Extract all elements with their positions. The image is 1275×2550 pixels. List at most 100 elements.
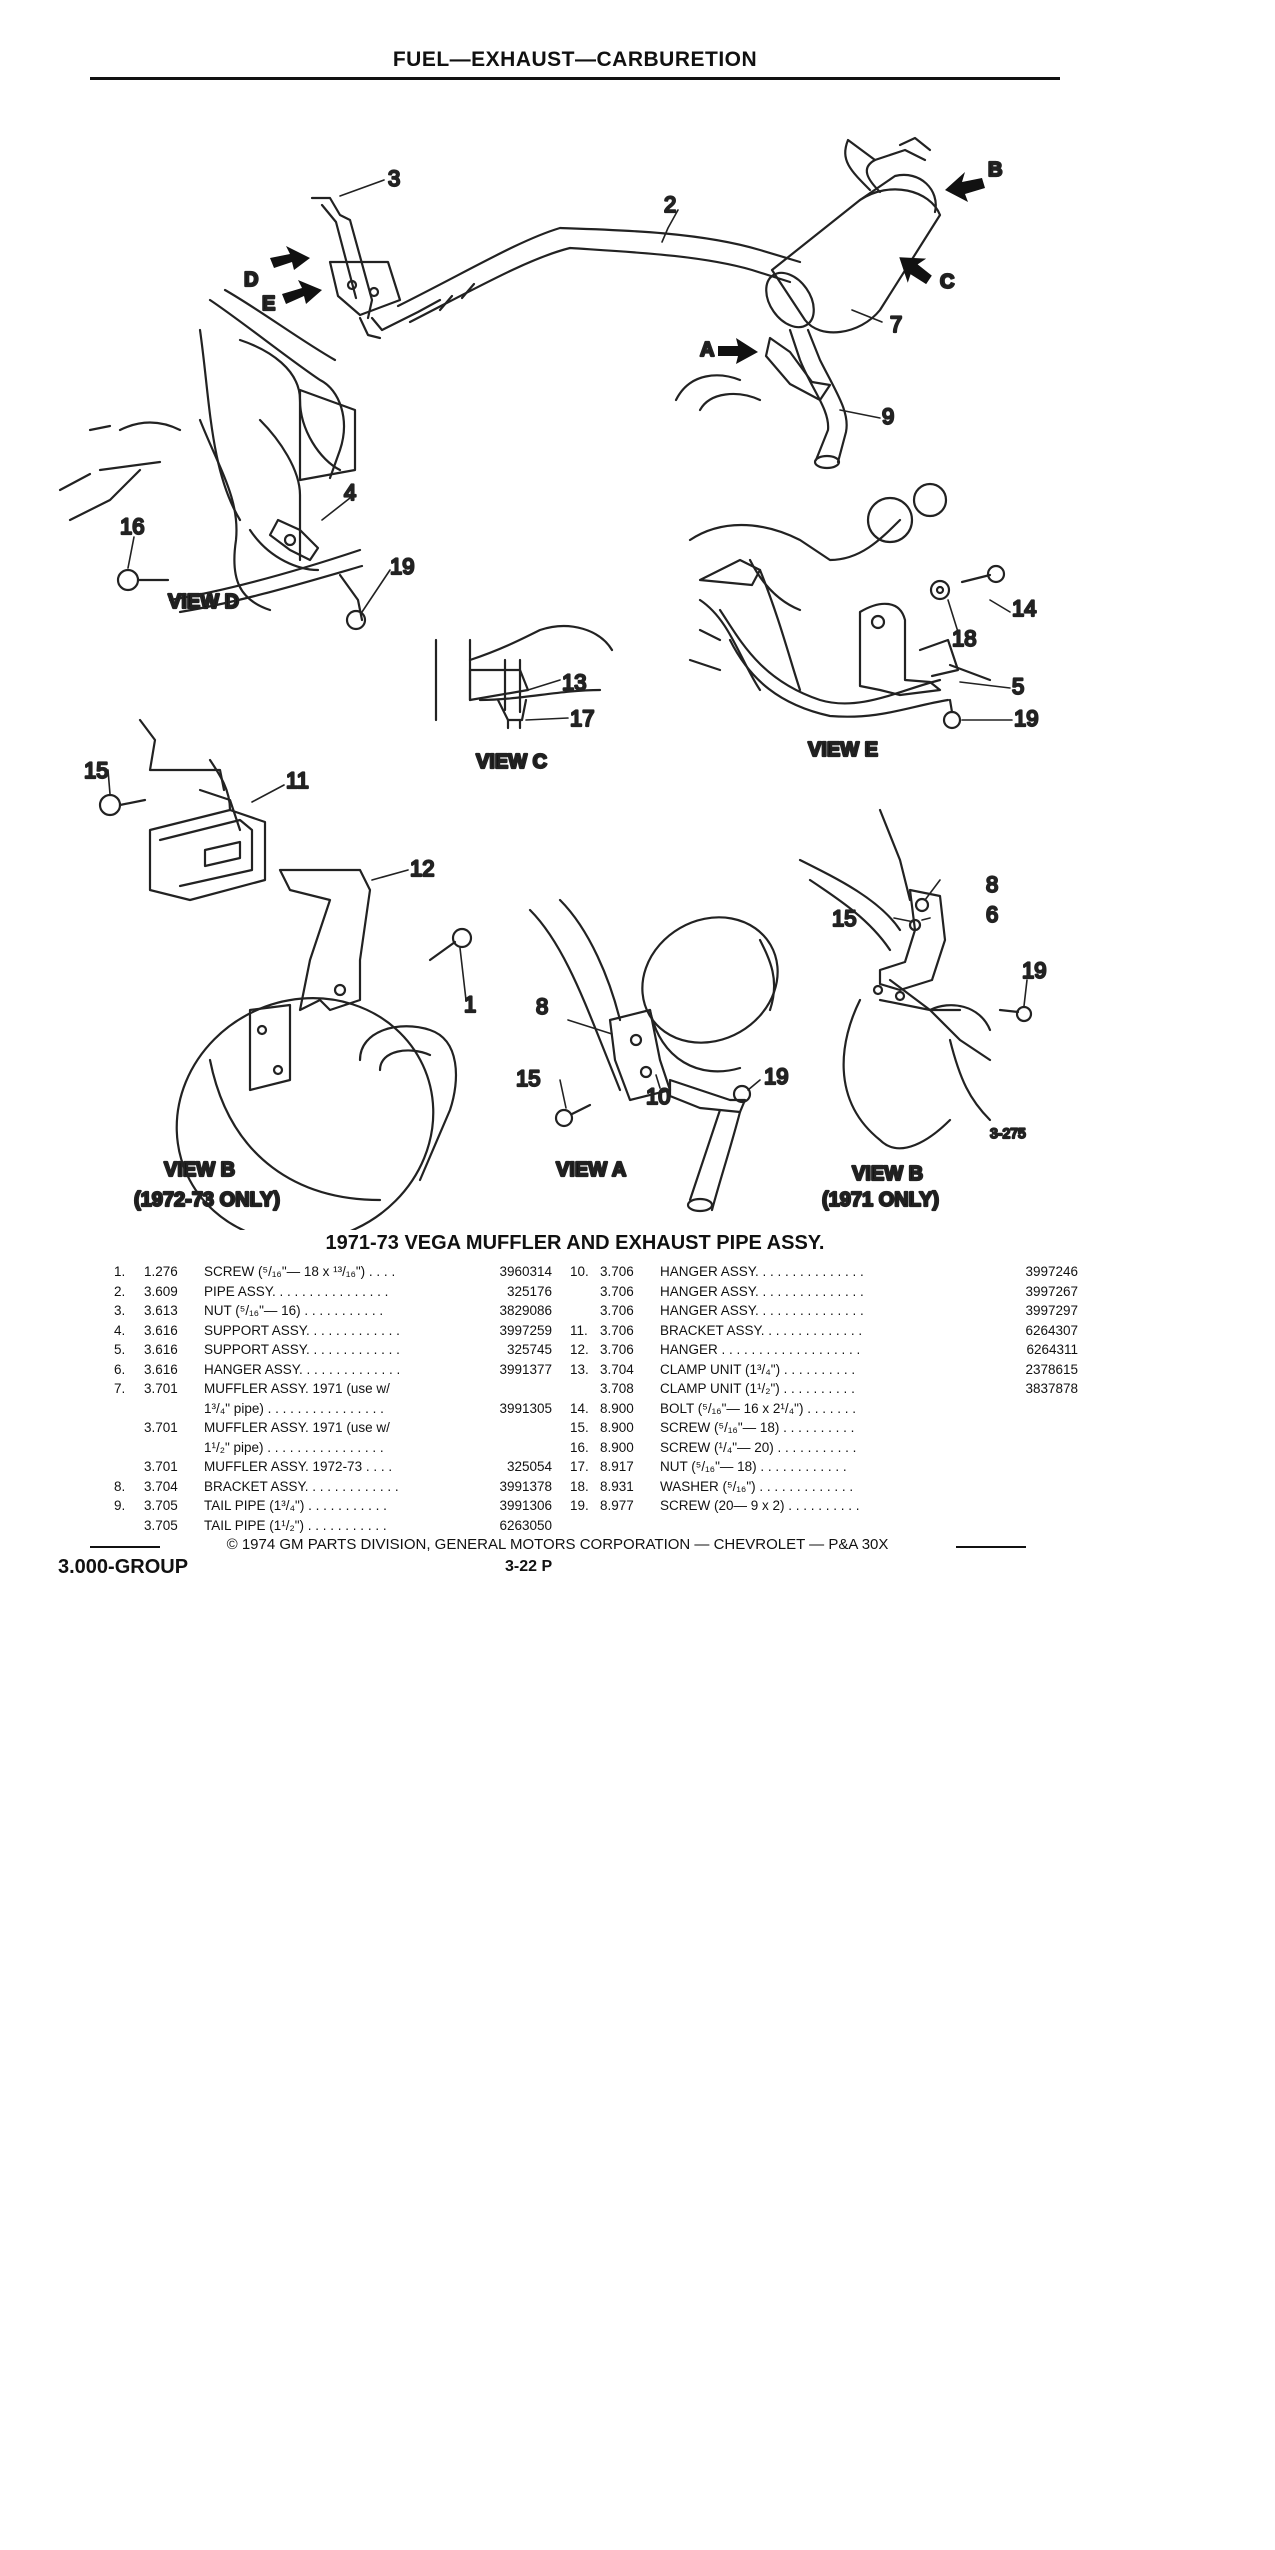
callout-5: 5	[1012, 674, 1024, 699]
callout-1: 1	[464, 992, 476, 1017]
part-number: 325176	[506, 1283, 552, 1299]
view-b-1971-note: (1971 ONLY)	[822, 1189, 939, 1211]
group-number: 8.977	[600, 1498, 634, 1513]
part-description: SCREW (⁵/₁₆"— 18 x ¹³/₁₆") . . . .	[204, 1264, 396, 1279]
part-description: MUFFLER ASSY. 1971 (use w/	[204, 1381, 390, 1396]
callout-8-view-a: 8	[536, 994, 548, 1019]
callout-14: 14	[1012, 596, 1036, 621]
callout-15-view-b-1971: 15	[832, 906, 856, 931]
item-number: 14.	[570, 1400, 589, 1416]
view-a-drawing	[528, 898, 779, 1213]
view-c-drawing	[434, 625, 614, 730]
part-number	[964, 1399, 1082, 1419]
part-description: TAIL PIPE (1³/₄") . . . . . . . . . . .	[204, 1498, 387, 1513]
item-number: 3.	[114, 1303, 126, 1318]
view-b-1972-73-label: VIEW B	[164, 1159, 235, 1181]
group-number: 8.900	[600, 1439, 634, 1455]
item-number	[110, 1457, 140, 1477]
part-number: 6263050	[499, 1517, 552, 1533]
parts-table-right: 10. 3.706 HANGER ASSY. . . . . . . . . . .…	[566, 1262, 1082, 1516]
group-number: 1.276	[144, 1264, 178, 1279]
item-number	[110, 1438, 140, 1458]
part-description: MUFFLER ASSY. 1972-73 . . . .	[204, 1459, 393, 1474]
part-description: 1¹/₂" pipe) . . . . . . . . . . . . . . …	[204, 1439, 384, 1455]
callout-7: 7	[890, 312, 902, 337]
group-number: 3.706	[600, 1322, 634, 1338]
item-number: 11.	[570, 1322, 588, 1338]
view-b-1971-drawing	[798, 808, 1033, 1150]
item-number: 5.	[114, 1342, 126, 1357]
part-description: BRACKET ASSY. . . . . . . . . . . . . .	[660, 1322, 863, 1338]
view-d-drawing	[58, 288, 367, 631]
group-number: 3.701	[144, 1459, 178, 1474]
group-number: 3.616	[144, 1342, 178, 1357]
parts-list-title: 1971-73 VEGA MUFFLER AND EXHAUST PIPE AS…	[325, 1232, 825, 1254]
group-number: 8.900	[600, 1420, 634, 1435]
callout-10: 10	[646, 1084, 670, 1109]
callout-9: 9	[882, 404, 894, 429]
part-number: 3960314	[499, 1264, 552, 1279]
item-number: 17.	[570, 1459, 589, 1474]
part-description: HANGER ASSY. . . . . . . . . . . . . . .	[660, 1264, 864, 1279]
group-number: 8.931	[600, 1478, 634, 1494]
arrow-label-c: C	[940, 271, 954, 293]
callout-8-view-b: 8	[986, 872, 998, 897]
exhaust-illustration: 3 2 7 9 4 16 19 13 17 14 18 5 19 15 11 1…	[58, 136, 1048, 1230]
item-number: 10.	[570, 1264, 589, 1279]
view-e-label: VIEW E	[808, 739, 878, 761]
main-exhaust-drawing	[310, 136, 942, 470]
item-number	[566, 1301, 596, 1321]
part-number: 325054	[506, 1459, 552, 1474]
part-number: 6264311	[1026, 1342, 1078, 1357]
part-number	[458, 1379, 556, 1399]
part-number	[964, 1438, 1082, 1458]
item-number: 6.	[114, 1361, 126, 1377]
item-number: 8.	[114, 1478, 126, 1494]
callout-6: 6	[986, 902, 998, 927]
part-description: HANGER ASSY. . . . . . . . . . . . . . .	[660, 1283, 864, 1299]
part-description: HANGER . . . . . . . . . . . . . . . . .…	[660, 1342, 861, 1357]
page-number: 3-22 P	[505, 1558, 553, 1575]
group-number: 3.705	[144, 1498, 178, 1513]
part-description: SUPPORT ASSY. . . . . . . . . . . . .	[204, 1322, 400, 1338]
header-rule	[90, 77, 1060, 80]
callout-2: 2	[664, 192, 676, 217]
group-number: 3.609	[144, 1283, 178, 1299]
part-description: CLAMP UNIT (1³/₄") . . . . . . . . . .	[660, 1361, 856, 1377]
part-description: NUT (⁵/₁₆"— 18) . . . . . . . . . . . .	[660, 1459, 847, 1474]
callout-12: 12	[410, 856, 434, 881]
callout-15-view-a: 15	[516, 1066, 540, 1091]
group-number: 3.616	[144, 1361, 178, 1377]
view-b-1971-label: VIEW B	[852, 1163, 923, 1185]
view-a-label: VIEW A	[556, 1159, 626, 1181]
part-description: BRACKET ASSY. . . . . . . . . . . . .	[204, 1478, 399, 1494]
group-number: 8.900	[600, 1400, 634, 1416]
item-number: 7.	[114, 1381, 126, 1396]
part-number: 3991377	[499, 1361, 552, 1377]
part-number: 2378615	[1025, 1361, 1078, 1377]
part-description: PIPE ASSY. . . . . . . . . . . . . . . .	[204, 1283, 389, 1299]
callout-11: 11	[286, 768, 309, 793]
part-number: 3991378	[499, 1478, 552, 1494]
group-number: 3.701	[144, 1381, 178, 1396]
view-c-label: VIEW C	[476, 751, 547, 773]
callout-19-view-d: 19	[390, 554, 414, 579]
callout-16: 16	[120, 514, 144, 539]
arrow-c-icon	[899, 257, 932, 285]
part-description: SCREW (¹/₄"— 20) . . . . . . . . . . .	[660, 1439, 857, 1455]
part-number: 3997297	[1025, 1303, 1078, 1318]
callout-17: 17	[570, 706, 594, 731]
leader-lines	[107, 179, 1028, 1109]
footer-rule-right	[956, 1546, 1026, 1548]
parts-row: 7. 3.701 MUFFLER ASSY. 1971 (use w/	[110, 1379, 556, 1399]
